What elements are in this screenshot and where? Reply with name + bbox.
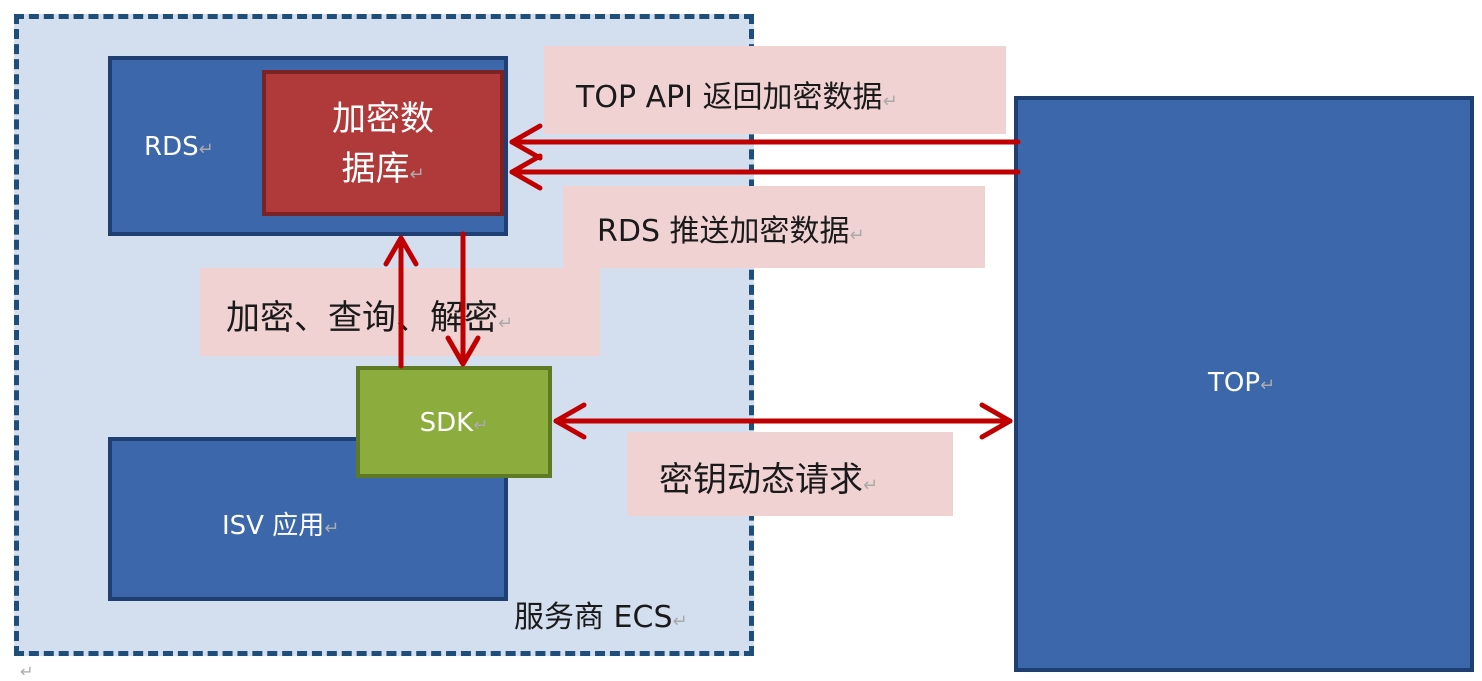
- arrowhead-rds-push: [509, 153, 543, 191]
- arrowhead-top-api: [509, 123, 543, 161]
- paragraph-mark: ↵: [20, 662, 34, 681]
- edge-label-key-dynamic-request: 密钥动态请求↵: [627, 432, 953, 516]
- rds-label: RDS↵: [144, 132, 214, 162]
- arrowhead-db-to-sdk: [445, 335, 481, 367]
- arrowhead-key-left: [553, 402, 587, 440]
- edge-label-top-api-returns-encrypted: TOP API 返回加密数据↵: [544, 46, 1006, 134]
- top-box: [1014, 96, 1474, 672]
- encrypted-database-label-line2: 据库↵: [341, 149, 425, 189]
- encrypted-database-label-line1: 加密数: [332, 99, 434, 139]
- sdk-box: SDK↵: [356, 366, 552, 478]
- ecs-label: 服务商 ECS↵: [514, 600, 688, 635]
- encrypted-database-box: 加密数 据库↵: [262, 70, 504, 216]
- arrowhead-sdk-to-db: [383, 235, 419, 267]
- edge-label-rds-push-encrypted: RDS 推送加密数据↵: [563, 186, 985, 268]
- arrowhead-key-right: [979, 402, 1013, 440]
- isv-app-label: ISV 应用↵: [222, 511, 340, 541]
- top-label: TOP↵: [1208, 368, 1276, 398]
